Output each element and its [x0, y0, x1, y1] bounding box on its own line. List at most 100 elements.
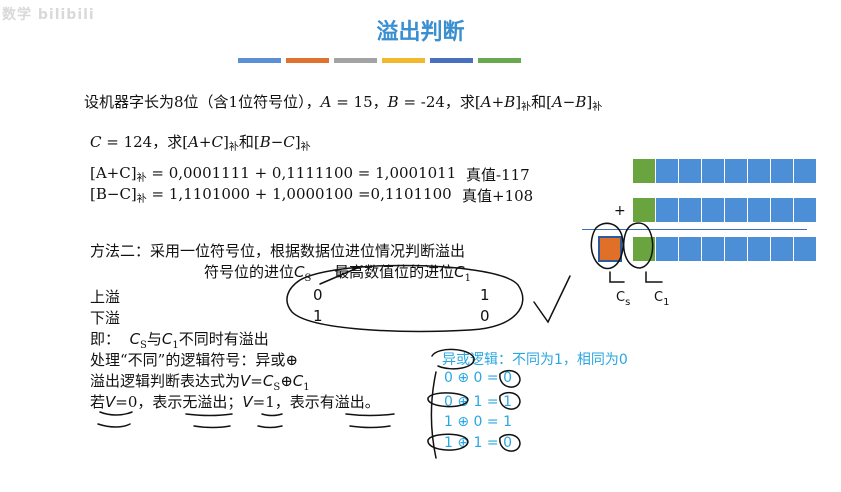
- c1-symbol: C: [292, 372, 304, 390]
- data-bit-cell: [793, 236, 817, 262]
- xor-row2-circle-left: [427, 392, 469, 408]
- data-bit-cell: [770, 158, 794, 184]
- underline-wu-2: [193, 425, 231, 429]
- color-bar: [238, 58, 281, 63]
- bracket: ]: [586, 93, 593, 111]
- page-title: 溢出判断: [376, 20, 465, 45]
- data-bit-cell: [701, 158, 725, 184]
- cs-sub: S: [140, 340, 147, 351]
- diagram-right-circle: [622, 222, 654, 269]
- xor-row1-circle: [499, 369, 521, 388]
- equation-1: [A+C]补 = 0,0001111 + 0,1111100 = 1,00010…: [90, 164, 456, 184]
- ji-suffix: 不同时有溢出: [178, 330, 269, 348]
- complement-sub: 补: [592, 102, 603, 113]
- expr-eq: =: [250, 372, 263, 390]
- data-bit-cell: [747, 158, 771, 184]
- v-symbol: V: [240, 372, 251, 390]
- var-a: A: [320, 93, 332, 111]
- underline-wu: [185, 413, 233, 417]
- plus-sign: +: [614, 203, 626, 219]
- cs-sub: S: [304, 273, 312, 284]
- row-label-overflow-down: 下溢: [90, 309, 121, 327]
- underline-v1: [261, 413, 283, 417]
- data-bit-cell: [793, 158, 817, 184]
- xor-row: 0 ⊕ 1 = 1: [444, 394, 512, 410]
- c1-sub: 1: [303, 382, 310, 393]
- data-bit-cell: [655, 158, 679, 184]
- expr-b-minus-c: B−C: [259, 133, 295, 151]
- expression-line: 溢出逻辑判断表达式为V=CS⊕C1: [90, 370, 310, 393]
- var-c: C: [90, 133, 102, 151]
- check-mark: [533, 275, 571, 324]
- xor-row2-circle-right: [499, 391, 521, 410]
- c1-sub: 1: [464, 273, 472, 284]
- cs-symbol: C: [129, 330, 141, 348]
- expr-prefix: 溢出逻辑判断表达式为: [90, 372, 241, 390]
- complement-sub: 补: [136, 194, 147, 205]
- xor-row: 1 ⊕ 0 = 1: [444, 414, 512, 430]
- c-value: = 124，求[: [101, 133, 189, 151]
- row-label-overflow-up: 上溢: [90, 288, 121, 306]
- conclusion-prefix: 若: [90, 393, 106, 411]
- truth-2: 真值+108: [462, 187, 534, 205]
- row-up-cs: 0: [313, 286, 323, 304]
- a-value: = 15，: [331, 93, 388, 111]
- cs-sub: S: [273, 382, 281, 393]
- carry-left-label: 符号位的进位: [204, 263, 295, 281]
- xor-row4-circle-right: [499, 433, 521, 452]
- strike-line: [319, 265, 363, 285]
- xor-op: ⊕: [280, 372, 293, 390]
- carry-table-ellipse: [286, 264, 524, 333]
- b-value: = -24，求[: [398, 93, 481, 111]
- data-bit-cell: [770, 197, 794, 223]
- cs-sub: s: [625, 297, 631, 308]
- diagram-left-circle: [590, 222, 624, 270]
- c1-sub: 1: [172, 340, 179, 351]
- eq1-rhs: = 0,0001111 + 0,1111100 = 1,0001011: [146, 164, 457, 182]
- data-bit-cell: [724, 236, 748, 262]
- carry-out-cell: [598, 236, 622, 262]
- conj: 和[: [238, 133, 260, 151]
- complement-sub: 补: [300, 142, 311, 153]
- expr-a-minus-b: A−B: [551, 93, 587, 111]
- ji-prefix: 即：: [90, 330, 121, 348]
- c1-letter: C: [654, 290, 664, 305]
- data-bit-cell: [678, 236, 702, 262]
- color-bar: [334, 58, 377, 63]
- eq1-lhs: [A+C]: [90, 164, 137, 182]
- c1-label: C1: [654, 290, 669, 308]
- c1-sub: 1: [663, 297, 670, 308]
- watermark: 数学 bilibili: [2, 7, 95, 23]
- ji-mid: 与: [146, 330, 162, 348]
- equation-2: [B−C]补 = 1,1101000 + 1,0000100 =0,110110…: [90, 185, 452, 205]
- c1-symbol: C: [161, 330, 173, 348]
- conclusion-overflow: =1，表示有溢出。: [252, 393, 380, 411]
- xor-bracket-left: [430, 371, 437, 459]
- underline-you-2: [349, 425, 391, 429]
- complement-sub: 补: [521, 102, 532, 113]
- xor-left-circle: [431, 348, 475, 370]
- data-bit-cell: [655, 236, 679, 262]
- conclusion-line: 若V=0，表示无溢出；V=1，表示有溢出。: [90, 391, 380, 412]
- cs-symbol: C: [294, 263, 305, 281]
- v-symbol: V: [105, 393, 116, 411]
- row-down-cs: 1: [313, 307, 323, 325]
- bracket-c1: [645, 271, 663, 283]
- data-bit-cell: [770, 236, 794, 262]
- v-symbol: V: [242, 393, 253, 411]
- xor-title: 异或逻辑：不同为1，相同为0: [442, 352, 628, 368]
- sum-line: [582, 229, 807, 230]
- complement-sub: 补: [136, 173, 147, 184]
- expr-a-plus-b: A+B: [480, 93, 516, 111]
- c1-symbol: C: [454, 263, 465, 281]
- bracket: ]: [515, 93, 522, 111]
- var-b: B: [387, 93, 399, 111]
- ji-line: 即： CS与C1不同时有溢出: [90, 328, 269, 351]
- xor-row: 0 ⊕ 0 = 0: [444, 370, 512, 386]
- eq2-lhs: [B−C]: [90, 185, 137, 203]
- conclusion-no-overflow: =0，表示无溢出；: [115, 393, 243, 411]
- truth-1: 真值-117: [466, 166, 530, 184]
- complement-sub: 补: [228, 142, 239, 153]
- row-up-c1: 1: [480, 286, 490, 304]
- cs-symbol: C: [262, 372, 274, 390]
